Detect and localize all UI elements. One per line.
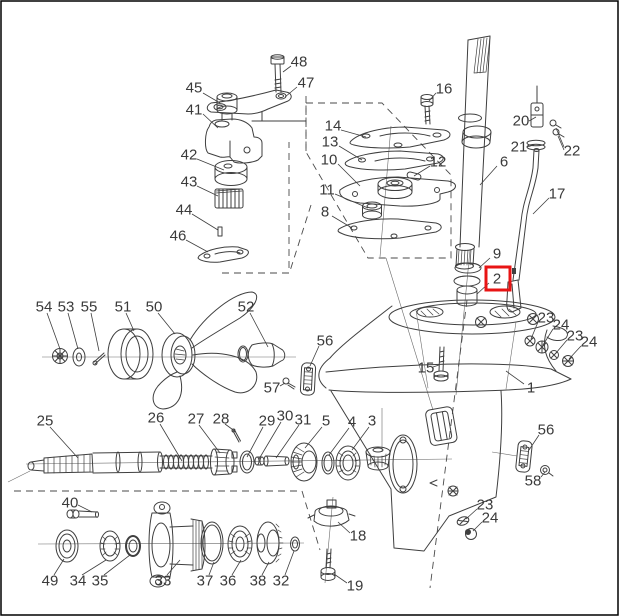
part-label-55: 55 [81,299,98,316]
propeller-art [152,291,258,410]
part-label-25: 25 [37,413,54,430]
gear-housing-art [318,299,572,552]
part-label-24-bottom: 24 [482,510,499,527]
part-label-49: 49 [42,573,59,590]
part-label-45: 45 [186,80,203,97]
part-label-38: 38 [250,573,267,590]
part-label-52: 52 [238,299,255,316]
part-label-6: 6 [500,154,508,171]
part-label-53: 53 [58,299,75,316]
part-label-4: 4 [348,414,356,431]
part-label-21: 21 [511,139,528,156]
part-label-24-top1: 24 [553,317,570,334]
part-label-23-top1: 23 [538,310,555,327]
part-label-17: 17 [549,186,566,203]
part-label-10: 10 [321,152,338,169]
part-label-56-rear: 56 [538,422,555,439]
part-label-33: 33 [155,573,172,590]
part-label-56-front: 56 [317,333,334,350]
part-label-43: 43 [181,174,198,191]
part-label-37: 37 [197,573,214,590]
part-label-58: 58 [525,473,542,490]
part-label-48: 48 [291,54,308,71]
bearing-carrier-row-art [55,501,300,588]
part-label-8: 8 [321,204,329,221]
part-label-41: 41 [186,102,203,119]
part-label-27: 27 [188,411,205,428]
part-label-34: 34 [70,573,87,590]
part-label-22: 22 [564,143,581,160]
part-label-50: 50 [146,299,163,316]
part-label-54: 54 [36,299,53,316]
part-label-46: 46 [170,228,187,245]
right-anode-art [515,440,554,477]
part-label-42: 42 [181,147,198,164]
part-label-14: 14 [325,118,342,135]
part-label-1: 1 [527,380,535,397]
cone-art [237,342,286,368]
part-label-19: 19 [347,578,364,595]
part-label-15: 15 [418,360,435,377]
part-label-5: 5 [322,413,330,430]
part-label-26: 26 [148,410,165,427]
part-label-32: 32 [273,573,290,590]
trim-tab-art [307,499,356,581]
part-label-16: 16 [436,81,453,98]
part-label-31: 31 [295,412,312,429]
part-label-20: 20 [513,113,530,130]
part-label-57: 57 [264,380,281,397]
part-label-28: 28 [213,411,230,428]
part-label-18: 18 [350,528,367,545]
part-label-35: 35 [92,573,109,590]
part-label-23-bottom: 23 [477,497,494,514]
prop-shaft-assembly-art [27,428,361,482]
part-labels: 48 47 45 41 42 43 44 46 16 14 13 10 12 1… [36,54,598,595]
part-label-3: 3 [368,413,376,430]
part-label-47: 47 [298,75,315,92]
flange-screws-art [524,335,574,367]
part-label-11: 11 [319,182,335,199]
drive-shaft-art [455,35,492,270]
part-label-2-highlighted: 2 [493,271,501,288]
shift-rod-art [506,85,565,313]
part-label-36: 36 [220,573,237,590]
part-label-13: 13 [322,134,339,151]
part-label-29: 29 [259,413,276,430]
part-label-30: 30 [277,408,294,425]
upper-shift-assembly-art [197,54,307,263]
highlight-box-part-2 [484,265,512,292]
part-label-40: 40 [62,495,79,512]
dashed-assembly-boxes [14,96,468,589]
part-label-9: 9 [493,246,501,263]
thrust-ring-art [107,328,154,380]
leader-lines [46,65,582,584]
part-label-51: 51 [115,299,132,316]
part-label-12: 12 [430,154,447,171]
part-label-44: 44 [176,202,193,219]
front-anode-art [282,362,317,396]
part-label-23-top2: 23 [567,328,584,345]
part-label-24-top2: 24 [581,334,598,351]
